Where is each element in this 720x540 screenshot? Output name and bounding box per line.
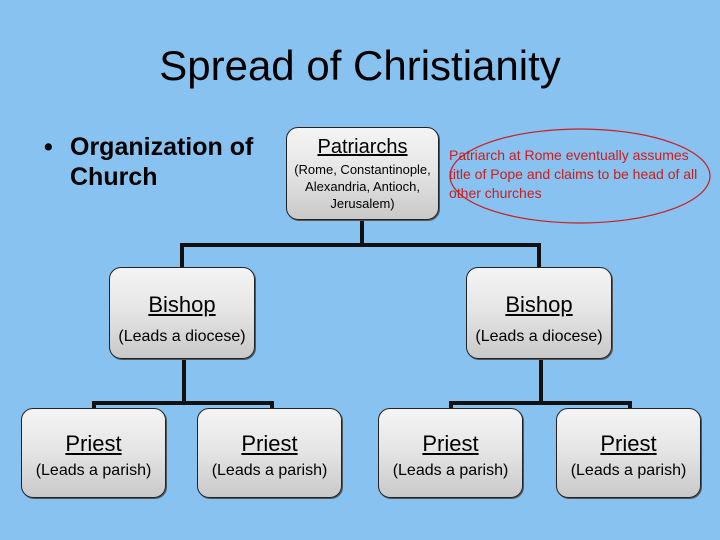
bishop-subtitle: (Leads a diocese)	[118, 328, 246, 345]
priest-title: Priest	[241, 431, 298, 456]
connector-right-bishop-to-priests	[449, 359, 632, 408]
pope-note: Patriarch at Rome eventually assumes tit…	[449, 147, 698, 201]
priest-box: Priest (Leads a parish)	[556, 408, 701, 498]
bishop-title: Bishop	[148, 292, 216, 317]
bishop-box: Bishop (Leads a diocese)	[109, 267, 255, 359]
priest-title: Priest	[65, 431, 122, 456]
bullet-point: • Organization of Church	[44, 132, 274, 192]
priest-box: Priest (Leads a parish)	[378, 408, 523, 498]
bishop-subtitle: (Leads a diocese)	[475, 328, 603, 345]
connector-patriarch-to-bishops	[180, 220, 541, 267]
connector-left-bishop-to-priests	[92, 359, 274, 408]
priest-subtitle: (Leads a parish)	[35, 462, 152, 479]
slide-title: Spread of Christianity	[159, 42, 561, 89]
priest-box: Priest (Leads a parish)	[197, 408, 342, 498]
priest-subtitle: (Leads a parish)	[211, 462, 328, 479]
priest-box: Priest (Leads a parish)	[21, 408, 166, 498]
bullet-text: Organization of Church	[70, 133, 254, 191]
priest-title: Priest	[600, 431, 657, 456]
priest-subtitle: (Leads a parish)	[570, 462, 687, 479]
patriarchs-title: Patriarchs	[317, 136, 408, 158]
priest-subtitle: (Leads a parish)	[392, 462, 509, 479]
priest-title: Priest	[422, 431, 479, 456]
note-highlight-ellipse	[449, 128, 711, 224]
patriarchs-subtitle: (Rome, Constantinople, Alexandria, Antio…	[294, 162, 431, 211]
bishop-box: Bishop (Leads a diocese)	[466, 267, 612, 359]
patriarchs-box: Patriarchs (Rome, Constantinople, Alexan…	[286, 127, 439, 220]
bullet-marker: •	[44, 133, 53, 161]
bishop-title: Bishop	[505, 292, 573, 317]
